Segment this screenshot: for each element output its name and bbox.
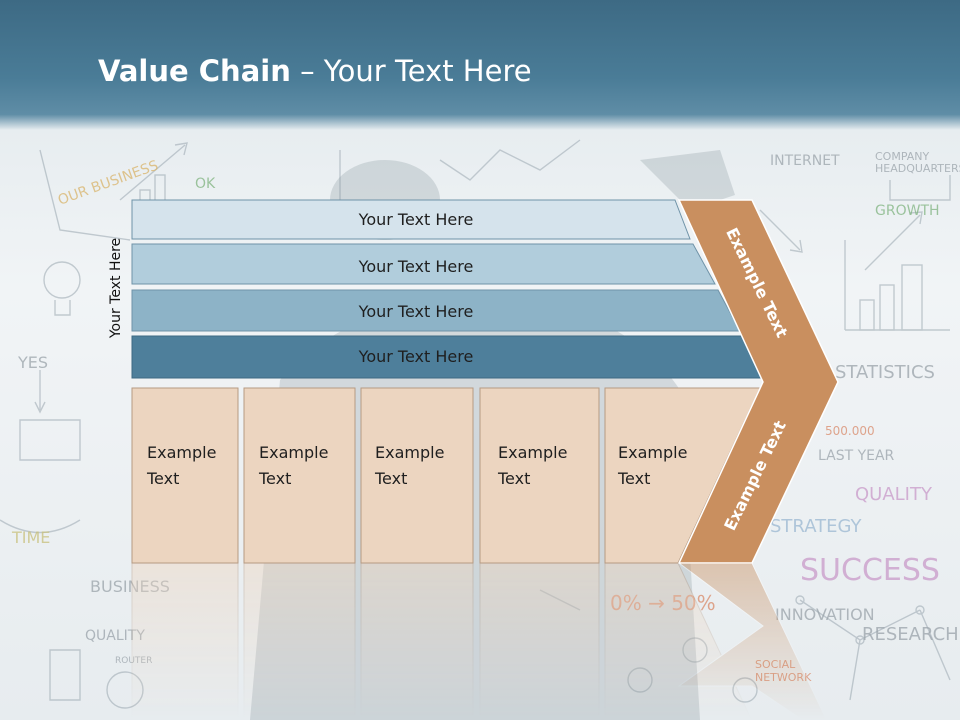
box-4-line-1: Example [498, 443, 567, 462]
box-2-line-2: Text [258, 469, 291, 488]
box-3: Example Text [360, 387, 474, 564]
box-1-line-1: Example [147, 443, 216, 462]
svg-text:LAST YEAR: LAST YEAR [818, 448, 895, 464]
svg-text:QUALITY: QUALITY [85, 628, 145, 644]
svg-text:HEADQUARTERS: HEADQUARTERS [875, 162, 960, 175]
box-4-line-2: Text [497, 469, 530, 488]
box-2: Example Text [243, 387, 356, 564]
diagram-main: Your Text Here Your Text Here Your Text … [131, 199, 839, 564]
bar-3-label: Your Text Here [358, 302, 474, 321]
title-bold-part: Value Chain [98, 54, 291, 88]
box-2-line-1: Example [259, 443, 328, 462]
svg-text:INTERNET: INTERNET [770, 153, 840, 169]
svg-text:SUCCESS: SUCCESS [800, 553, 940, 588]
svg-text:GROWTH: GROWTH [875, 203, 940, 219]
bar-3: Your Text Here [131, 289, 741, 332]
svg-text:YES: YES [17, 353, 48, 372]
svg-text:INNOVATION: INNOVATION [775, 605, 875, 624]
bar-4-label: Your Text Here [358, 347, 474, 366]
bar-4: Your Text Here [131, 335, 764, 379]
page-title: Value Chain – Your Text Here [98, 54, 532, 88]
box-4: Example Text [479, 387, 600, 564]
box-5: Example Text [604, 387, 761, 564]
box-1-line-2: Text [146, 469, 179, 488]
box-3-line-2: Text [374, 469, 407, 488]
box-5-line-1: Example [618, 443, 687, 462]
svg-text:COMPANY: COMPANY [875, 150, 930, 163]
bar-1: Your Text Here [131, 199, 691, 240]
title-bar: Value Chain – Your Text Here [0, 0, 960, 130]
svg-text:OK: OK [195, 176, 216, 192]
bar-2-label: Your Text Here [358, 257, 474, 276]
bar-2: Your Text Here [131, 243, 716, 285]
svg-text:STATISTICS: STATISTICS [835, 362, 935, 383]
svg-text:RESEARCH: RESEARCH [862, 624, 959, 645]
svg-text:TIME: TIME [11, 528, 50, 547]
svg-text:QUALITY: QUALITY [855, 484, 933, 505]
svg-text:500.000: 500.000 [825, 424, 875, 438]
title-rest-part: – Your Text Here [290, 54, 532, 88]
diagram-reflection [131, 562, 828, 720]
box-3-line-1: Example [375, 443, 444, 462]
svg-text:STRATEGY: STRATEGY [770, 516, 863, 537]
bar-1-label: Your Text Here [358, 210, 474, 229]
box-1: Example Text [131, 387, 239, 564]
box-5-line-2: Text [617, 469, 650, 488]
